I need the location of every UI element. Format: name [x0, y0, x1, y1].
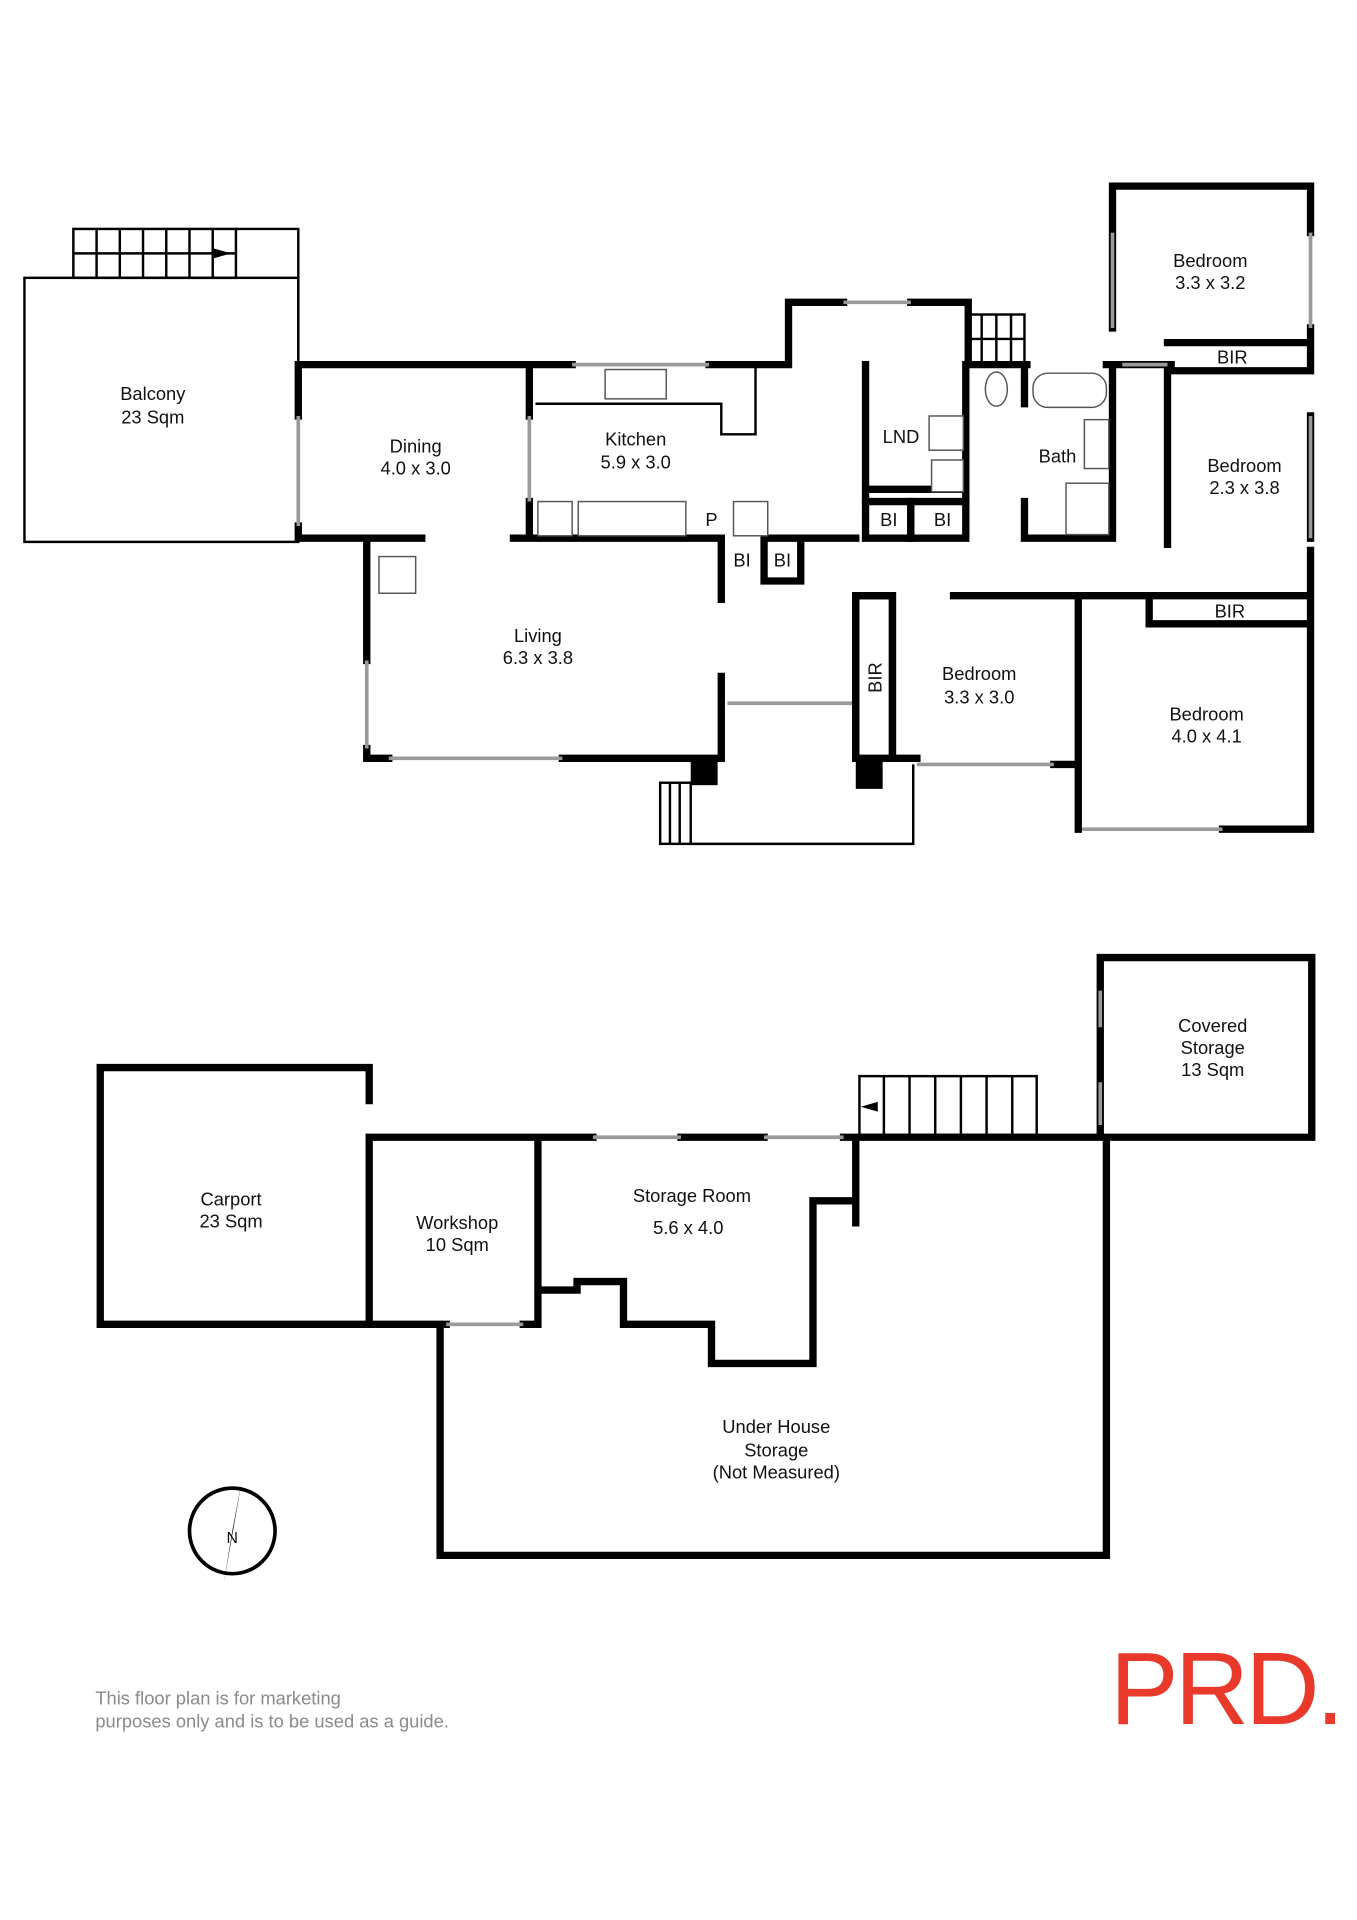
- carport-label: Carport: [200, 1189, 261, 1210]
- covered-storage-size: 13 Sqm: [1181, 1059, 1244, 1080]
- lower-walls: [96, 953, 1316, 1560]
- carport-size: 23 Sqm: [199, 1211, 262, 1232]
- balcony-stairs: [72, 227, 300, 368]
- compass-north-label: N: [227, 1530, 238, 1547]
- windows: [296, 232, 1313, 832]
- under-house-label-2: Storage: [744, 1439, 808, 1460]
- bedroom-4-label: Bedroom: [1169, 703, 1243, 724]
- bath-label: Bath: [1039, 445, 1077, 466]
- bi-walls: [717, 497, 970, 604]
- kitchen-size: 5.9 x 3.0: [601, 452, 671, 473]
- kitchen-label: Kitchen: [605, 428, 666, 449]
- internal-stairs: [967, 313, 1026, 365]
- bedroom-3-label: Bedroom: [942, 663, 1016, 684]
- workshop-size: 10 Sqm: [426, 1234, 489, 1255]
- compass-icon: N: [187, 1479, 277, 1584]
- bir-label: BIR: [1217, 346, 1248, 367]
- lower-stairs: [858, 1074, 1038, 1137]
- bir-label: BIR: [864, 662, 885, 693]
- bi-label: BI: [733, 549, 750, 570]
- dining-size: 4.0 x 3.0: [381, 458, 451, 479]
- workshop-label: Workshop: [416, 1212, 498, 1233]
- bi-label: BI: [774, 549, 791, 570]
- bedroom-2-label: Bedroom: [1207, 455, 1281, 476]
- laundry-label: LND: [883, 426, 920, 447]
- balcony-size: 23 Sqm: [121, 406, 184, 427]
- disclaimer-line-2: purposes only and is to be used as a gui…: [95, 1711, 449, 1732]
- bedroom-3-size: 3.3 x 3.0: [944, 686, 1014, 707]
- bi-label: BI: [934, 509, 951, 530]
- bedroom-2-size: 2.3 x 3.8: [1209, 477, 1279, 498]
- bi-label: BI: [880, 509, 897, 530]
- bedroom-1-size: 3.3 x 3.2: [1175, 272, 1245, 293]
- covered-storage-label: Covered: [1178, 1015, 1247, 1036]
- under-house-note: (Not Measured): [713, 1461, 840, 1482]
- bir-label: BIR: [1215, 601, 1246, 622]
- balcony-label: Balcony: [120, 383, 186, 404]
- pantry-label: P: [705, 509, 717, 530]
- storage-room-label: Storage Room: [633, 1185, 751, 1206]
- living-label: Living: [514, 625, 562, 646]
- upper-floor: Balcony 23 Sqm Dining 4.0 x 3.0 Kitchen …: [23, 182, 1315, 846]
- lower-windows: [446, 990, 1103, 1327]
- storage-room-size: 5.6 x 4.0: [653, 1217, 723, 1238]
- under-house-label: Under House: [722, 1416, 830, 1437]
- bedroom-1-label: Bedroom: [1173, 250, 1247, 271]
- front-steps: [658, 764, 915, 846]
- covered-storage-label-2: Storage: [1181, 1037, 1245, 1058]
- lower-floor: Carport 23 Sqm Workshop 10 Sqm Storage R…: [96, 953, 1316, 1560]
- prd-logo: PRD.: [1110, 1631, 1341, 1746]
- disclaimer-line-1: This floor plan is for marketing: [95, 1688, 340, 1709]
- bedroom-4-size: 4.0 x 4.1: [1171, 725, 1241, 746]
- dining-label: Dining: [390, 436, 442, 457]
- living-size: 6.3 x 3.8: [503, 647, 573, 668]
- main-walls: [294, 182, 1315, 833]
